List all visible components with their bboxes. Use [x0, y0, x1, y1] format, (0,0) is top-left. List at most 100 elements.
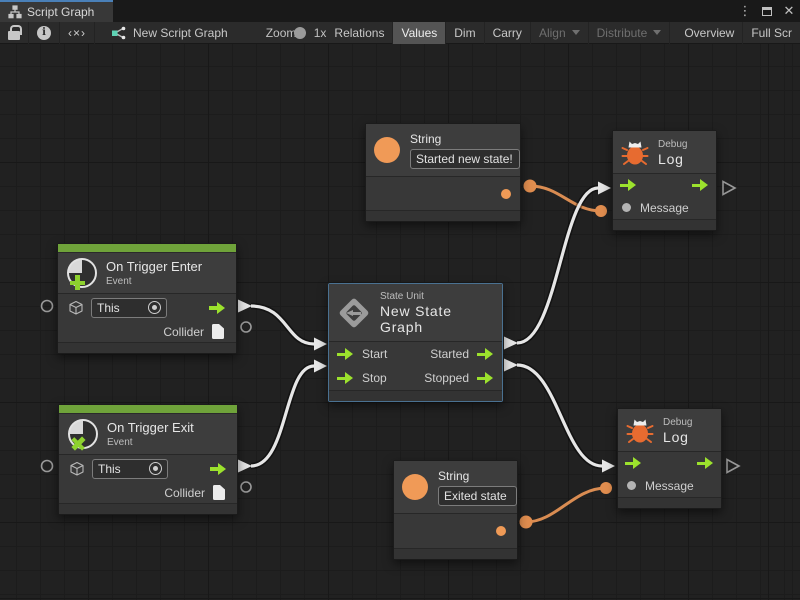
- collider-doc-icon[interactable]: [212, 324, 224, 339]
- target-picker-icon[interactable]: [149, 462, 162, 475]
- tab-script-graph[interactable]: Script Graph: [0, 0, 113, 22]
- node-header: String Started new state!: [366, 124, 520, 177]
- info-button[interactable]: [29, 21, 60, 44]
- arrowhead-log-input-bottom[interactable]: [602, 459, 615, 473]
- arrowhead-stop-input[interactable]: [314, 359, 327, 373]
- flow-in-arrow-icon[interactable]: [337, 372, 354, 384]
- arrowhead-log-input-top[interactable]: [598, 181, 611, 195]
- port-trigger-exit-flow-out[interactable]: [238, 459, 252, 473]
- lock-button[interactable]: [0, 21, 29, 44]
- window-menu-button[interactable]: ⋮: [736, 1, 754, 21]
- port-row: [366, 177, 520, 210]
- toggle-relations[interactable]: Relations: [326, 21, 394, 44]
- port-row: [618, 452, 721, 474]
- bug-icon: [621, 141, 649, 165]
- port-label: Stop: [362, 371, 387, 385]
- flow-out-arrow-icon[interactable]: [210, 462, 227, 475]
- string-value-field[interactable]: Exited state: [438, 486, 517, 506]
- target-value: This: [97, 300, 120, 315]
- node-footer: [366, 210, 520, 221]
- node-kicker: Debug: [663, 416, 693, 428]
- message-input-port-icon[interactable]: [627, 481, 636, 490]
- collider-doc-icon[interactable]: [213, 485, 225, 500]
- toggle-dim[interactable]: Dim: [446, 21, 485, 44]
- port-log-message-input-top[interactable]: [595, 205, 607, 217]
- port-string-output-top[interactable]: [523, 179, 537, 193]
- wire-string-to-log-message-top[interactable]: [529, 184, 602, 213]
- target-field[interactable]: This: [92, 458, 168, 479]
- port-trigger-enter-flow-out[interactable]: [238, 299, 252, 313]
- port-log-message-input-bottom[interactable]: [600, 482, 612, 494]
- node-on-trigger-enter[interactable]: On Trigger Enter Event This: [57, 243, 237, 354]
- toggle-carry[interactable]: Carry: [485, 21, 531, 44]
- port-collider-out-exit[interactable]: [240, 481, 252, 493]
- port-string-output-bottom[interactable]: [519, 515, 533, 529]
- flow-in-arrow-icon[interactable]: [625, 457, 642, 469]
- node-header: On Trigger Exit Event: [59, 414, 237, 455]
- port-trigger-exit-flow-in[interactable]: [40, 459, 54, 473]
- port-collider-out-enter[interactable]: [240, 321, 252, 333]
- node-kicker: Debug: [658, 138, 688, 150]
- string-literal-icon: [374, 137, 400, 163]
- port-log-flow-out-top[interactable]: [722, 180, 737, 196]
- node-debug-log-bottom[interactable]: Debug Log Message: [617, 408, 722, 509]
- node-state-unit[interactable]: State Unit New State Graph Start Started…: [328, 283, 503, 402]
- code-preview-button[interactable]: ‹×›: [60, 21, 95, 44]
- node-header: String Exited state: [394, 461, 517, 514]
- node-header: Debug Log: [618, 409, 721, 452]
- node-string-top[interactable]: String Started new state!: [365, 123, 521, 222]
- flow-out-arrow-icon[interactable]: [477, 348, 494, 360]
- node-footer: [613, 219, 716, 230]
- lock-icon: [8, 25, 22, 40]
- node-debug-log-top[interactable]: Debug Log Message: [612, 130, 717, 231]
- node-title: Log: [658, 150, 684, 167]
- port-log-flow-out-bottom[interactable]: [726, 458, 741, 474]
- bug-icon: [626, 419, 654, 443]
- graph-toolbar: ‹×› New Script Graph Zoom 1x Relations V…: [0, 21, 800, 44]
- flow-out-arrow-icon[interactable]: [697, 457, 714, 469]
- arrowhead-start-input[interactable]: [314, 337, 327, 351]
- node-string-bottom[interactable]: String Exited state: [393, 460, 518, 560]
- maximize-button[interactable]: [758, 1, 776, 21]
- node-on-trigger-exit[interactable]: On Trigger Exit Event This: [58, 404, 238, 515]
- port-row: Message: [618, 474, 721, 497]
- port-label: Message: [645, 478, 694, 493]
- string-output-port-icon[interactable]: [501, 188, 511, 199]
- close-button[interactable]: ✕: [780, 1, 798, 21]
- wire-started-to-log-top[interactable]: [516, 186, 599, 345]
- graph-canvas[interactable]: On Trigger Enter Event This: [0, 44, 800, 600]
- zoom-slider[interactable]: [293, 26, 306, 39]
- graph-breadcrumb[interactable]: New Script Graph: [103, 22, 236, 44]
- wire-string-to-log-message-bottom[interactable]: [525, 486, 607, 524]
- zoom-slider-handle[interactable]: [293, 26, 306, 39]
- wire-stopped-to-log-bottom[interactable]: [516, 363, 603, 468]
- fullscreen-button[interactable]: Full Scr: [751, 25, 792, 40]
- string-value-field[interactable]: Started new state!: [410, 149, 520, 169]
- target-field[interactable]: This: [91, 297, 167, 318]
- port-started-flow-out[interactable]: [504, 336, 518, 350]
- wire-trigger-exit-to-stop[interactable]: [250, 364, 315, 468]
- message-input-port-icon[interactable]: [622, 203, 631, 212]
- string-literal-icon: [402, 474, 428, 500]
- script-graph-icon: [112, 26, 126, 39]
- target-picker-icon[interactable]: [148, 301, 161, 314]
- wire-layer: [40, 179, 741, 529]
- node-footer: [58, 342, 236, 353]
- string-output-port-icon[interactable]: [496, 526, 506, 536]
- toggle-values[interactable]: Values: [393, 21, 447, 44]
- port-trigger-enter-flow-in[interactable]: [40, 299, 54, 313]
- align-dropdown[interactable]: Align: [531, 21, 589, 44]
- flow-out-arrow-icon[interactable]: [209, 301, 226, 314]
- port-stopped-flow-out[interactable]: [504, 358, 518, 372]
- flow-in-arrow-icon[interactable]: [337, 348, 354, 360]
- port-row: Start Started: [329, 342, 502, 366]
- distribute-dropdown[interactable]: Distribute: [589, 21, 671, 44]
- node-footer: [329, 390, 502, 401]
- chevron-down-icon: [653, 30, 662, 35]
- overview-button[interactable]: Overview: [676, 21, 744, 44]
- flow-out-arrow-icon[interactable]: [692, 179, 709, 191]
- graph-hierarchy-icon: [8, 5, 22, 19]
- flow-in-arrow-icon[interactable]: [620, 179, 637, 191]
- flow-out-arrow-icon[interactable]: [477, 372, 494, 384]
- wire-trigger-enter-to-start[interactable]: [250, 304, 315, 346]
